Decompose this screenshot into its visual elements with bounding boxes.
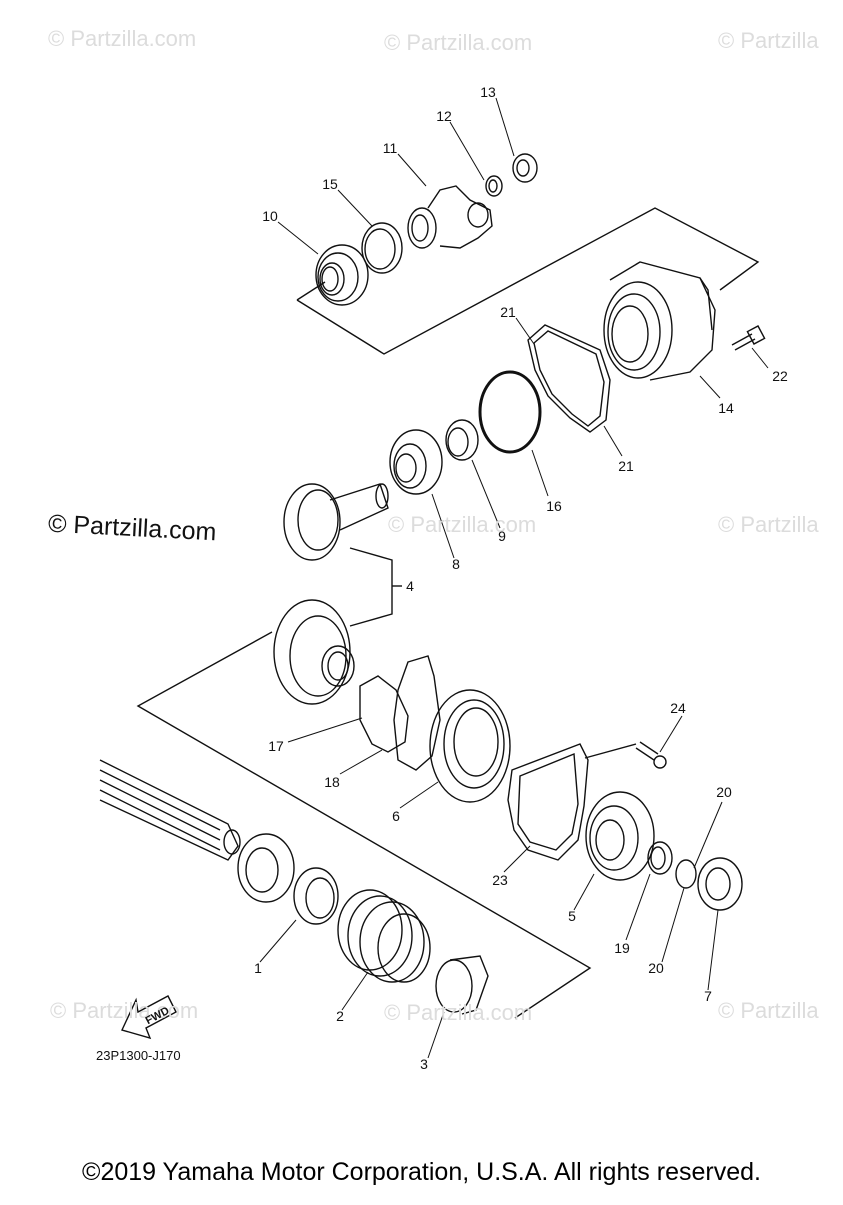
callout-label: 21 [500,304,516,320]
copyright-notice: ©2019 Yamaha Motor Corporation, U.S.A. A… [82,1158,761,1186]
part-22-bolt [731,325,766,351]
callout-label: 1 [254,960,262,976]
callout-label: 11 [382,140,398,156]
callout-label: 7 [704,988,712,1004]
callout-label: 20 [716,784,732,800]
callout-label: 18 [324,774,340,790]
callout-label: 9 [498,528,506,544]
part-18-shim [393,655,441,771]
part-8-bearing [389,429,443,495]
callout-label: 16 [546,498,562,514]
watermark: © Partzilla [718,512,819,537]
part-3-clutch [435,955,489,1015]
shaft-bearing [237,833,295,903]
callout-label: 6 [392,808,400,824]
part-24-bolt [635,741,667,769]
watermark: © Partzilla.com [388,512,537,537]
drive-shaft [99,759,241,861]
part-6-bearing-housing [429,689,511,803]
part-2-spring [337,889,431,983]
watermark: © Partzilla [718,998,819,1023]
part-23-gasket [507,743,589,861]
callout-label: 13 [480,84,496,100]
part-1-collar [293,867,339,925]
part-4-bracket [349,547,393,627]
watermark: © Partzilla [718,28,819,53]
callout-label: 24 [670,700,686,716]
top-group-bracket [296,207,760,355]
callout-label: 3 [420,1056,428,1072]
callout-label: 5 [568,908,576,924]
part-19-washer [647,841,673,875]
part-16-oring [478,370,542,454]
callout-label: 22 [772,368,788,384]
watermark: © Partzilla.com [48,26,197,51]
callout-label: 19 [614,940,630,956]
callout-label: 2 [336,1008,344,1024]
callout-label: 8 [452,556,460,572]
callout-label: 10 [262,208,278,224]
callout-label: 12 [436,108,452,124]
part-13-nut [512,153,538,183]
part-20-lock-washer [675,859,697,889]
part-4-ring-gear [273,599,355,705]
part-4-pinion-gear [283,483,389,561]
callout-label: 14 [718,400,734,416]
leader-lines [259,97,769,1059]
watermark: © Partzilla.com [384,30,533,55]
part-9-collar [445,419,479,461]
callout-label: 23 [492,872,508,888]
lower-group-bracket [136,631,592,1019]
part-5-bearing [585,791,655,881]
callout-label: 15 [322,176,338,192]
fwd-arrow-icon [121,995,177,1040]
part-10-seal [315,244,369,306]
callout-label: 4 [406,578,414,594]
part-12-washer [485,175,503,197]
watermark: © Partzilla.com [50,998,199,1023]
part-17-shim [359,675,409,753]
diagram-code: 23P1300-J170 [96,1048,181,1063]
part-15-ring [361,222,403,274]
part-14-housing [603,261,716,381]
callout-label: 17 [268,738,284,754]
callout-label: 21 [618,458,634,474]
watermark: © Partzilla.com [384,1000,533,1025]
part-21-gasket [527,324,611,433]
part-11-yoke [407,185,493,249]
part-7-nut [697,857,743,911]
callout-label: 20 [648,960,664,976]
